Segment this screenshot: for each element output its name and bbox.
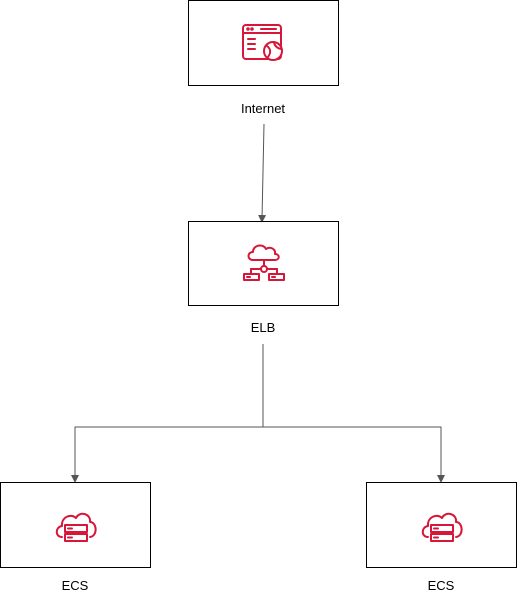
cloud-server-icon <box>419 503 465 547</box>
cloud-server-icon <box>53 503 99 547</box>
elb-node[interactable] <box>188 221 339 306</box>
edge-elb-ecs-right <box>263 426 445 483</box>
browser-globe-icon <box>241 23 287 63</box>
internet-label: Internet <box>240 101 286 116</box>
ecs-right-label: ECS <box>427 578 455 593</box>
ecs-left-label: ECS <box>61 578 89 593</box>
elb-label: ELB <box>250 320 276 335</box>
internet-node[interactable] <box>188 0 339 86</box>
ecs-right-node[interactable] <box>366 482 517 568</box>
ecs-left-node[interactable] <box>0 482 151 568</box>
edge-internet-elb <box>258 123 267 223</box>
edge-elb-ecs-left <box>71 344 264 483</box>
cloud-network-icon <box>241 240 287 288</box>
